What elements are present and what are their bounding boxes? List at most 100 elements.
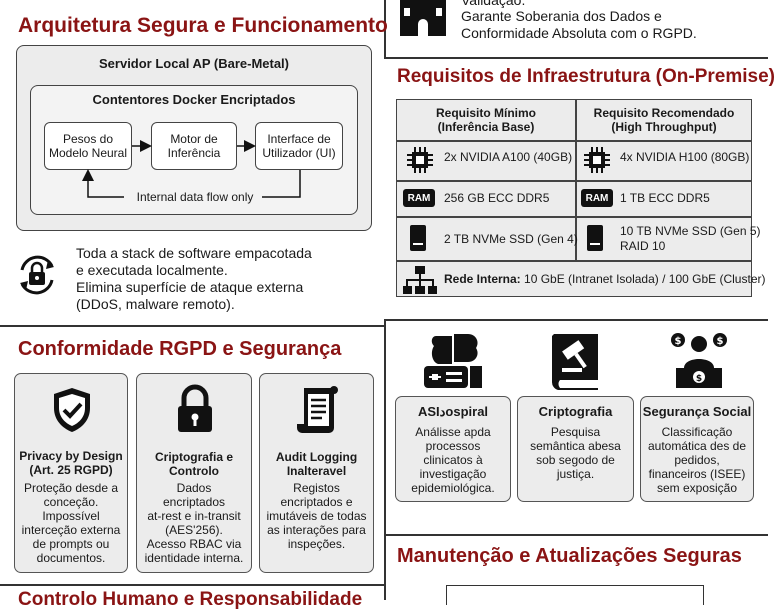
gpu-chip-icon: [406, 146, 434, 174]
col-header-minimum-line2: (Inferência Base): [437, 120, 535, 134]
server-label: Servidor Local AP (Bare-Metal): [99, 56, 289, 71]
privacy-desc6: documentos.: [36, 551, 106, 565]
audit-title1: Audit Logging: [275, 450, 358, 464]
maintenance-box: [446, 585, 704, 605]
privacy-desc2: conceção.: [43, 495, 99, 509]
usecase-card-justice: Criptografia Pesquisa semântica abesa so…: [517, 396, 634, 502]
col-header-minimum-line1: Requisito Mínimo: [436, 106, 536, 120]
usecase-health-desc4: investigação: [419, 467, 487, 481]
ssd-icon-rec: [586, 224, 604, 252]
flow-arrows: [82, 140, 301, 198]
flow-label: Internal data flow only: [130, 190, 260, 204]
audit-desc3: imutáveis de todas: [266, 509, 367, 523]
top-right-line3: Conformidade Absoluta com o RGPD.: [461, 25, 697, 41]
crypto-desc1: Dados: [176, 481, 212, 495]
usecase-social-desc5: sem exposição: [656, 481, 738, 495]
gpu-chip-icon-rec: [583, 146, 611, 174]
usecase-card-social: Segurança Social Classificação automátic…: [640, 396, 754, 502]
table-row3-divider: [396, 216, 752, 218]
usecase-justice-desc2: semântica abesa: [530, 439, 621, 453]
ssd-recommended-line1: 10 TB NVMe SSD (Gen 5): [620, 224, 761, 238]
audit-title2: Inalteravel: [286, 464, 347, 478]
lock-refresh-icon: [14, 252, 60, 298]
usecase-health-desc5: epidemiológica.: [411, 481, 495, 495]
ssd-minimum: 2 TB NVMe SSD (Gen 4): [444, 232, 578, 246]
table-row4-divider: [396, 260, 752, 262]
privacy-desc4: interceção externa: [21, 523, 121, 537]
divider-bottom-left: [0, 584, 384, 586]
ssd-icon: [409, 224, 427, 252]
gpu-minimum: 2x NVIDIA A100 (40GB): [444, 150, 573, 164]
social-security-icon: $ $ $: [670, 330, 728, 390]
usecase-card-health: ASIدospiral Análisse apda processos clin…: [395, 396, 511, 502]
crypto-title1: Criptografia e: [154, 450, 233, 464]
containers-label: Contentores Docker Encriptados: [92, 92, 296, 107]
audit-desc1: Registos: [293, 481, 340, 495]
component-inference-engine-label: Motor de Inferência: [167, 132, 221, 160]
scroll-document-icon: [294, 384, 340, 441]
top-right-line2: Garante Soberania dos Dados e: [461, 8, 662, 24]
compliance-card-crypto: Criptografia e Controlo Dados encriptado…: [136, 373, 252, 573]
bottom-left-title: Controlo Humano e Responsabilidade: [18, 589, 363, 610]
architecture-title: Arquitetura Segura e Funcionamento: [18, 14, 388, 37]
privacy-desc3: Impossível: [42, 509, 100, 523]
gavel-book-icon: [548, 332, 604, 390]
ram-icon-rec: RAM: [581, 189, 613, 207]
padlock-icon: [174, 384, 216, 439]
crypto-desc3: at-rest e in-transit: [147, 509, 241, 523]
usecase-health-desc1: Análisse apda: [415, 425, 491, 439]
arch-bullet-line4: (DDoS, malware remoto).: [76, 296, 235, 312]
usecase-justice-desc1: Pesquisa: [550, 425, 601, 439]
usecase-justice-title: Criptografia: [538, 404, 613, 419]
network-row: Rede Interna: 10 GbE (Intranet Isolada) …: [444, 272, 765, 286]
col-header-minimum: Requisito Mínimo (Inferência Base): [397, 101, 575, 139]
vertical-divider-bottom: [384, 320, 386, 600]
infrastructure-table: [396, 99, 752, 297]
shield-check-icon: [50, 386, 94, 439]
usecase-justice-desc4: justiça.: [556, 467, 595, 481]
ram-icon: RAM: [403, 189, 435, 207]
arch-bullet-line3: Elimina superfície de ataque externa: [76, 279, 304, 295]
compliance-card-audit: Audit Logging Inalteravel Registos encri…: [259, 373, 374, 573]
network-label: Rede Interna:: [444, 272, 521, 286]
col-header-recommended-line2: (High Throughput): [611, 120, 717, 134]
svg-text:$: $: [717, 336, 724, 347]
top-right-line1: Validação.: [461, 0, 526, 8]
col-header-recommended: Requisito Recomendado (High Throughput): [576, 101, 752, 139]
privacy-title1: Privacy by Design: [19, 449, 123, 463]
usecase-justice-desc3: sob segodo de: [536, 453, 615, 467]
crypto-desc2: encriptados: [162, 495, 226, 509]
audit-desc5: inspeções.: [287, 537, 346, 551]
table-row1-divider: [396, 140, 752, 142]
ram-recommended: 1 TB ECC DDR5: [620, 191, 710, 205]
compliance-title: Conformidade RGPD e Segurança: [18, 338, 342, 360]
castle-icon: [398, 0, 448, 36]
network-value: 10 GbE (Intranet Isolada) / 100 GbE (Clu…: [524, 272, 766, 286]
audit-desc4: as interações para: [267, 523, 366, 537]
usecase-health-desc2: processos: [425, 439, 481, 453]
component-model-weights-label: Pesos do Modelo Neural: [48, 132, 128, 160]
gpu-recommended: 4x NVIDIA H100 (80GB): [620, 150, 750, 164]
audit-desc2: encriptados e: [280, 495, 353, 509]
divider-bottom-right: [384, 534, 768, 536]
table-row2-divider: [396, 180, 752, 182]
crypto-desc6: identidade interna.: [144, 551, 244, 565]
privacy-desc1: Proteção desde a: [23, 481, 119, 495]
infrastructure-title: Requisitos de Infraestrutura (On-Premise…: [397, 66, 775, 87]
maintenance-title: Manutenção e Atualizações Seguras: [397, 545, 742, 567]
svg-text:$: $: [675, 336, 682, 347]
network-icon: [402, 265, 438, 295]
usecase-health-desc3: clinicatos à: [423, 453, 483, 467]
vertical-divider-top: [384, 0, 386, 58]
divider-mid-right: [384, 319, 768, 321]
divider-mid-left: [0, 325, 384, 327]
privacy-desc5: de prompts ou: [32, 537, 110, 551]
arch-bullet-line1: Toda a stack de software empacotada: [76, 245, 312, 261]
ssd-recommended-line2: RAID 10: [620, 239, 666, 253]
component-user-interface: Interface de Utilizador (UI): [255, 122, 343, 170]
component-user-interface-label: Interface de Utilizador (UI): [262, 132, 336, 160]
compliance-card-privacy: Privacy by Design (Art. 25 RGPD) Proteçã…: [14, 373, 128, 573]
component-inference-engine: Motor de Inferência: [151, 122, 237, 170]
usecase-social-desc3: pedidos,: [674, 453, 720, 467]
usecase-social-desc4: financeiros (ISEE): [648, 467, 746, 481]
